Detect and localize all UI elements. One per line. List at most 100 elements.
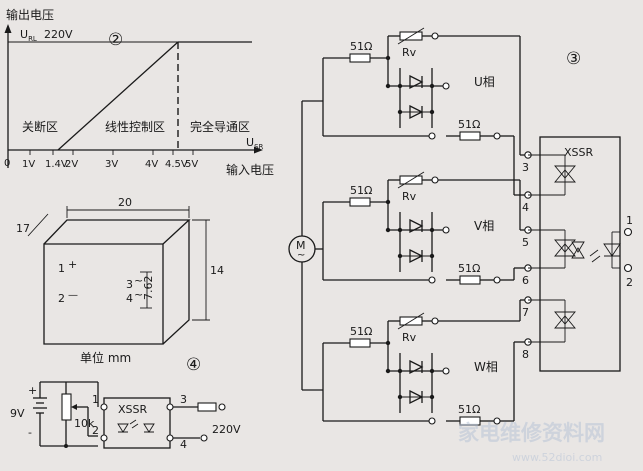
x-tick-label-6: 5V: [185, 159, 198, 170]
junction-dot: [64, 444, 68, 448]
phase-junction-0-1: [397, 83, 403, 89]
ssr-pin-label-4: 4: [522, 201, 529, 214]
motor-symbol: ~: [297, 250, 305, 261]
phase-lower-term-1: [428, 276, 436, 284]
pin-4-label: 4: [126, 292, 133, 305]
test-led-ray-2: [131, 423, 139, 429]
test-led: [117, 423, 129, 433]
xssr-triac-2: [528, 229, 576, 269]
input-pin-2-label: 2: [626, 276, 633, 289]
test-pin-2: [100, 434, 108, 442]
test-pin-4: [166, 434, 174, 442]
phase-r2-term-0: [493, 132, 501, 140]
phase-junction-0-3: [397, 109, 403, 115]
y-axis-label: 输出电压: [6, 7, 54, 22]
phase-r2-label-2: 51Ω: [458, 403, 480, 416]
triac-3-symbol: [554, 311, 576, 329]
pin-1-label: 1: [58, 262, 65, 275]
test-circuit-panel: ④ + - 9V 10k XSSR 1 2 3 4: [10, 355, 241, 451]
phase-junction-0-4: [429, 109, 435, 115]
phase-r2-1: [459, 275, 481, 285]
ssr-pin-label-7: 7: [522, 306, 529, 319]
dim-depth: 17: [16, 222, 30, 235]
panel-number-4: ④: [186, 355, 201, 375]
x-tick-label-0: 1V: [22, 159, 35, 170]
phase-r2-term-1: [493, 276, 501, 284]
battery-label: 9V: [10, 407, 25, 420]
dim-length: 20: [118, 196, 132, 209]
opto-ray-2: [591, 255, 601, 263]
test-pin-1-label: 1: [92, 393, 99, 406]
test-led-ray-1: [129, 419, 137, 425]
phase-r1-label-0: 51Ω: [350, 40, 372, 53]
triac-1-symbol: [554, 165, 576, 183]
ssr-pin-label-6: 6: [522, 274, 529, 287]
phase-junction-2-1: [397, 368, 403, 374]
phase-varistor-slash-1: [397, 171, 425, 189]
phase-junction-2-3: [397, 394, 403, 400]
pot-wiper-arrow: [71, 404, 77, 410]
package-side: [162, 220, 190, 345]
phase-mid-term-1: [442, 226, 450, 234]
xssr-test-label: XSSR: [118, 403, 148, 416]
dim-height: 14: [210, 264, 224, 277]
watermark-url: www.52dioi.com: [512, 451, 602, 464]
x-tick-label-1: 1.4V: [45, 159, 68, 170]
panel-number-2: ②: [108, 30, 123, 50]
load-resistor: [197, 402, 217, 412]
phase-r1-1: [349, 197, 371, 207]
pin-4-mark: ~: [134, 288, 143, 301]
phase-junction-1-3: [397, 253, 403, 259]
phase-rv-label-1: Rv: [402, 190, 417, 203]
phase-lower-term-0: [428, 132, 436, 140]
test-pin-3-label: 3: [180, 393, 187, 406]
ssr-pin-label-3: 3: [522, 161, 529, 174]
x-tick-label-5: 4.5V: [165, 159, 188, 170]
region-linear: 线性控制区: [105, 120, 165, 134]
phase-rv-term-2: [431, 317, 439, 325]
phase-rv-label-0: Rv: [402, 46, 417, 59]
phase-r1-2: [349, 338, 371, 348]
phase-diode-top-0: [409, 74, 424, 90]
pin-3-label: 3: [126, 278, 133, 291]
phase-r2-0: [459, 131, 481, 141]
phase-rv-term-1: [431, 176, 439, 184]
watermark-brand: 家电维修资料网: [458, 421, 605, 445]
phase-varistor-slash-0: [397, 27, 425, 45]
x-axis-arrow: [254, 146, 263, 154]
linear-ramp: [57, 41, 179, 151]
phase-r1-label-1: 51Ω: [350, 184, 372, 197]
phase-r2-label-1: 51Ω: [458, 262, 480, 275]
test-pin-1: [100, 403, 108, 411]
pot-label: 10k: [74, 417, 95, 430]
phase-junction-1-2: [429, 227, 435, 233]
motor-label: M: [296, 239, 306, 252]
origin-label: 0: [4, 158, 10, 169]
phase-mid-term-2: [442, 367, 450, 375]
load-voltage: 220V: [212, 423, 241, 436]
test-pin-3: [166, 403, 174, 411]
test-pin-2-label: 2: [92, 424, 99, 437]
load-terminal: [218, 403, 226, 411]
phase-rv-label-2: Rv: [402, 331, 417, 344]
input-pin-1-label: 1: [626, 214, 633, 227]
pin-3-mark: ~: [134, 274, 143, 287]
xssr-triac-3: [528, 299, 576, 343]
level-label: URL: [20, 28, 37, 43]
watermark: 家电维修资料网 www.52dioi.com: [458, 421, 605, 464]
y-axis-arrow: [4, 24, 12, 33]
phase-junction-2-2: [429, 368, 435, 374]
phase-junction-0-2: [429, 83, 435, 89]
pin-1-mark: +: [68, 258, 77, 271]
phase-diode-top-2: [409, 359, 424, 375]
phase-junction-1-0: [385, 227, 391, 233]
triac-2-symbol: [554, 239, 576, 257]
opto-triac: [571, 241, 585, 259]
test-triac: [143, 423, 155, 433]
package-top: [43, 219, 191, 245]
